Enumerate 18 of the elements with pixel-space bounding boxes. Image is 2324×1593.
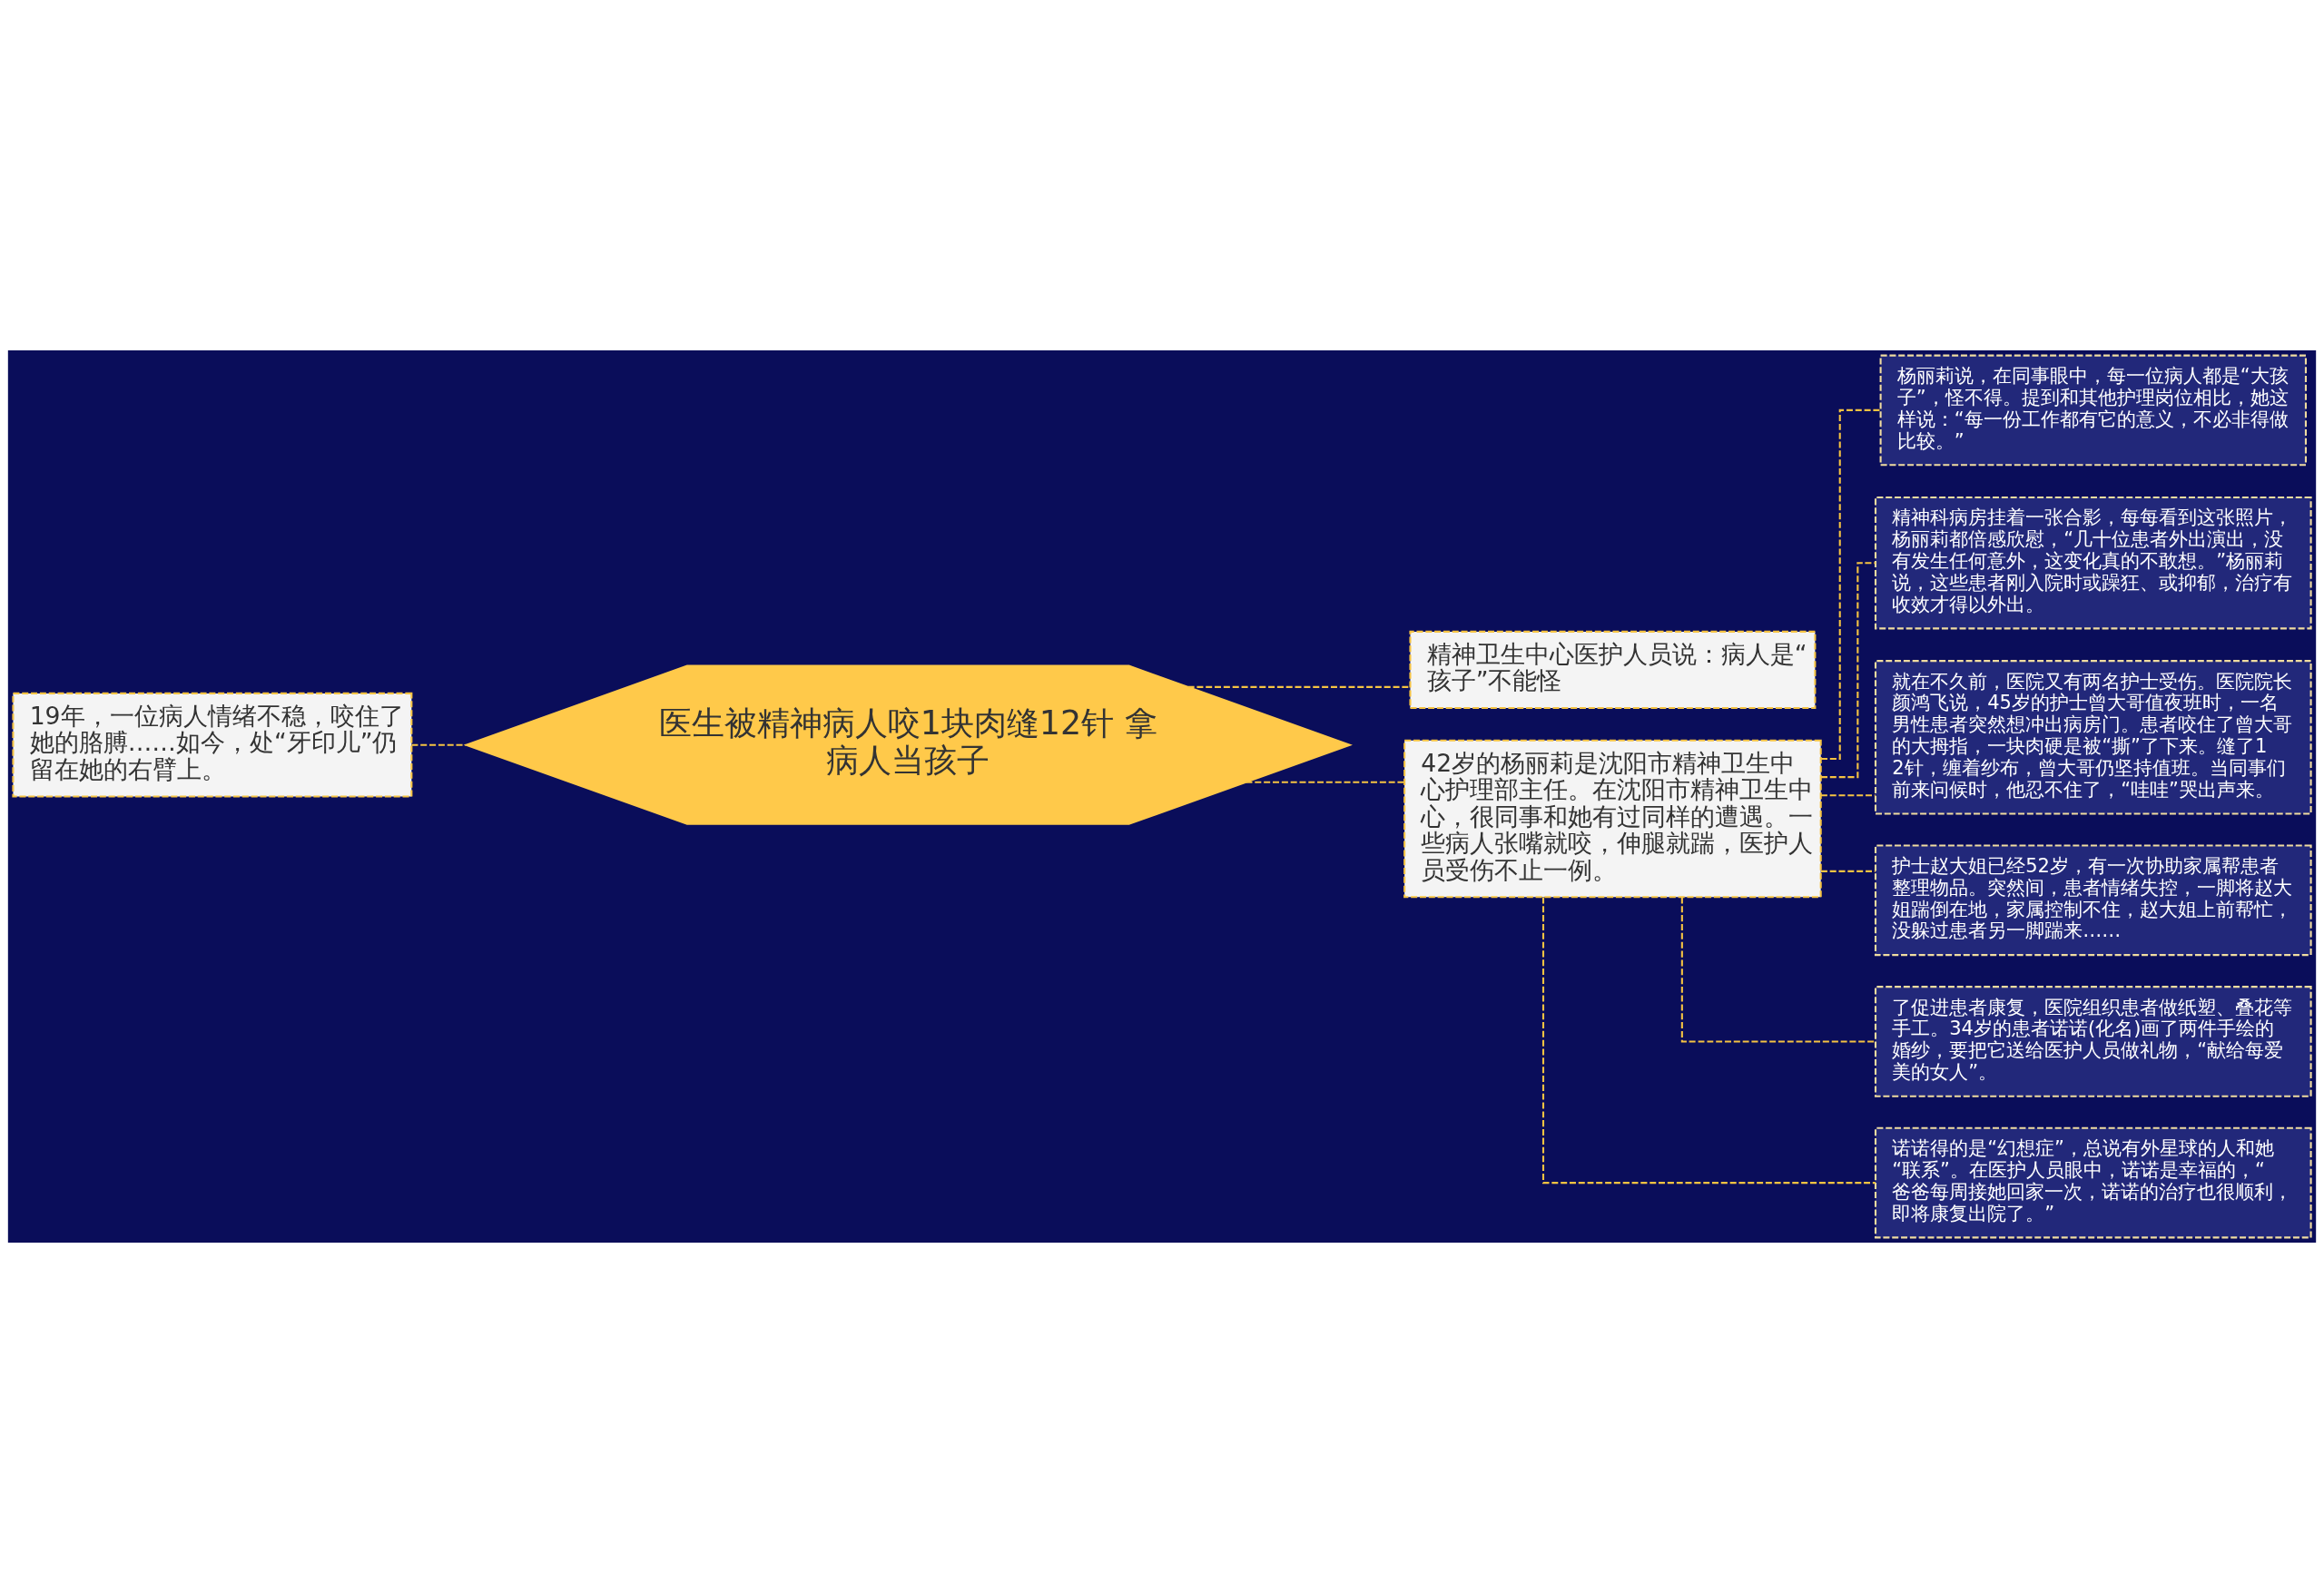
node-box: 精神科病房挂着一张合影，每每看到这张照片，杨丽莉都倍感欣慰，“几十位患者外出演出，没有发生任何意外，这变化真的不敢想。”杨丽莉说，这些患者刚入院时或躁狂、或抑郁，治疗有收效才得以外出。 bbox=[1874, 496, 2312, 630]
node-box: 19年，一位病人情绪不稳，咬住了她的胳膊……如今，处“牙印儿”仍留在她的右臂上。 bbox=[12, 692, 413, 798]
node-box: 诺诺得的是“幻想症”，总说有外星球的人和她“联系”。在医护人员眼中，诺诺是幸福的，“爸爸每周接她回家一次，诺诺的治疗也很顺利，即将康复出院了。” bbox=[1874, 1126, 2312, 1239]
node-box: 杨丽莉说，在同事眼中，每一位病人都是“大孩子”，怪不得。提到和其他护理岗位相比，她这样说：“每一份工作都有它的意义，不必非得做比较。” bbox=[1879, 354, 2307, 467]
node-box: 就在不久前，医院又有两名护士受伤。医院院长颜鸿飞说，45岁的护士曾大哥值夜班时，一名男性患者突然想冲出病房门。患者咬住了曾大哥的大拇指，一块肉硬是被“撕”了下来。缝了12针，缠着纱布，曾大哥仍坚持值班。当同事们前来问候时，他忍不住了，“哇哇”哭出声来。 bbox=[1874, 660, 2312, 815]
node-box: 42岁的杨丽莉是沈阳市精神卫生中心护理部主任。在沈阳市精神卫生中心，很同事和她有过同样的遭遇。一些病人张嘴就咬，伸腿就踹，医护人员受伤不止一例。 bbox=[1403, 739, 1822, 899]
connector bbox=[1541, 897, 1876, 1185]
connector bbox=[411, 743, 467, 746]
connector bbox=[1680, 897, 1876, 1043]
connector bbox=[1820, 794, 1876, 797]
node-box: 精神卫生中心医护人员说：病人是“孩子”不能怪 bbox=[1409, 630, 1817, 710]
connector bbox=[1820, 562, 1876, 779]
node-box: 护士赵大姐已经52岁，有一次协助家属帮患者整理物品。突然间，患者情绪失控，一脚将赵大姐踹倒在地，家属控制不住，赵大姐上前帮忙，没躲过患者另一脚踹来…… bbox=[1874, 844, 2312, 957]
connector bbox=[1820, 870, 1876, 872]
connector bbox=[1820, 408, 1881, 760]
connector bbox=[1246, 781, 1404, 783]
node-box: 了促进患者康复，医院组织患者做纸塑、叠花等手工。34岁的患者诺诺(化名)画了两件手绘的婚纱，要把它送给医护人员做礼物，“献给每爱美的女人”。 bbox=[1874, 986, 2312, 1097]
connector bbox=[1187, 685, 1411, 688]
